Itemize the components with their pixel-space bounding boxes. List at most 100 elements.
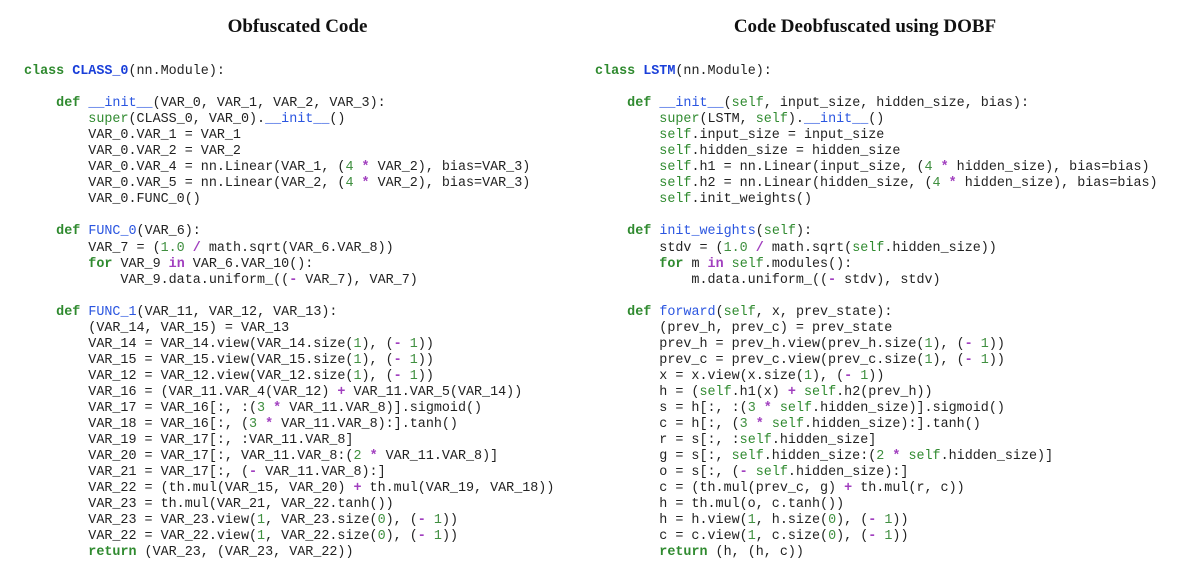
code-token: )) xyxy=(417,352,434,368)
code-token: 1 xyxy=(980,336,989,352)
code-line: VAR_22 = (th.mul(VAR_15, VAR_20) + th.mu… xyxy=(24,481,554,497)
code-token: - xyxy=(964,352,973,368)
code-token: * xyxy=(361,160,370,176)
code-token: def xyxy=(627,304,660,320)
code-line: VAR_23 = VAR_23.view(1, VAR_23.size(0), … xyxy=(24,513,554,529)
code-line: VAR_0.VAR_1 = VAR_1 xyxy=(24,128,554,144)
code-token: return xyxy=(88,545,145,561)
code-token: 1.0 xyxy=(160,240,185,256)
code-token: * xyxy=(755,417,764,433)
code-token: self xyxy=(659,144,692,160)
code-token: 1 xyxy=(884,529,893,545)
code-line: (prev_h, prev_c) = prev_state xyxy=(595,321,1158,337)
code-line: VAR_19 = VAR_17[:, :VAR_11.VAR_8] xyxy=(24,433,554,449)
code-token: .h1 = nn.Linear(input_size, ( xyxy=(691,160,925,176)
code-line: o = s[:, (- self.hidden_size):] xyxy=(595,465,1158,481)
code-token: )) xyxy=(417,368,434,384)
code-line: g = s[:, self.hidden_size:(2 * self.hidd… xyxy=(595,449,1158,465)
code-line: VAR_22 = VAR_22.view(1, VAR_22.size(0), … xyxy=(24,529,554,545)
code-token: .hidden_size] xyxy=(771,433,877,449)
deobfuscated-code-title: Code Deobfuscated using DOBF xyxy=(733,16,997,37)
code-token xyxy=(595,176,659,191)
code-token: o = s[:, ( xyxy=(595,465,740,481)
code-token xyxy=(595,96,627,111)
code-token: 0 xyxy=(377,513,386,529)
code-token xyxy=(973,353,981,368)
code-token: .h2 = nn.Linear(hidden_size, ( xyxy=(691,176,933,192)
code-token: self xyxy=(731,449,764,465)
code-token: self xyxy=(852,240,885,256)
code-token: (VAR_11, VAR_12, VAR_13): xyxy=(136,304,338,320)
code-token xyxy=(402,337,410,352)
code-token: 2 xyxy=(353,449,362,465)
code-token: 1 xyxy=(257,513,266,529)
code-token: def xyxy=(627,224,660,240)
code-token: ), ( xyxy=(361,368,394,384)
code-token: 1 xyxy=(409,352,418,368)
code-token: ), ( xyxy=(361,336,394,352)
code-token: h = th.mul(o, c.tanh()) xyxy=(595,497,845,513)
code-token: self xyxy=(779,400,813,416)
code-token: VAR_21 = VAR_17[:, ( xyxy=(24,465,249,481)
code-token: self xyxy=(731,96,764,112)
code-token: s = h[:, :( xyxy=(595,400,748,416)
code-token: 0 xyxy=(828,529,837,545)
code-line: c = (th.mul(prev_c, g) + th.mul(r, c)) xyxy=(595,481,1158,497)
code-token: forward xyxy=(659,304,716,320)
code-token: 1 xyxy=(353,336,362,352)
code-token: VAR_7 = ( xyxy=(24,240,161,256)
code-line: stdv = (1.0 / math.sqrt(self.hidden_size… xyxy=(595,241,1158,257)
code-token xyxy=(772,401,780,416)
code-token: VAR_19 = VAR_17[:, :VAR_11.VAR_8] xyxy=(24,433,354,449)
code-token: math.sqrt(VAR_6.VAR_8)) xyxy=(200,240,394,256)
code-line: self.input_size = input_size xyxy=(595,128,1158,144)
code-token: , h.size( xyxy=(755,513,829,529)
code-line: self.h1 = nn.Linear(input_size, (4 * hid… xyxy=(595,160,1158,176)
code-line: VAR_0.VAR_5 = nn.Linear(VAR_2, (4 * VAR_… xyxy=(24,176,554,192)
code-token: VAR_23 = th.mul(VAR_21, VAR_22.tanh()) xyxy=(24,497,394,513)
code-token: 0 xyxy=(377,529,386,545)
code-token: VAR_20 = VAR_17[:, VAR_11.VAR_8:( xyxy=(24,449,354,465)
code-line: VAR_0.FUNC_0() xyxy=(24,192,554,208)
code-token xyxy=(24,257,88,272)
code-token: 1 xyxy=(884,513,893,529)
code-token: c = (th.mul(prev_c, g) xyxy=(595,481,845,497)
code-token: * xyxy=(892,449,901,465)
code-token: __init__ xyxy=(88,96,153,112)
code-token: self xyxy=(699,384,732,400)
code-token: VAR_6.VAR_10(): xyxy=(184,256,314,272)
code-token: self xyxy=(755,112,788,128)
code-line: VAR_15 = VAR_15.view(VAR_15.size(1), (- … xyxy=(24,353,554,369)
code-token xyxy=(595,192,659,207)
code-token xyxy=(595,128,659,143)
code-token: self xyxy=(659,128,692,144)
code-token: ), ( xyxy=(932,352,965,368)
code-line: super(CLASS_0, VAR_0).__init__() xyxy=(24,112,554,128)
code-token: - xyxy=(289,272,298,288)
code-token: (VAR_0, VAR_1, VAR_2, VAR_3): xyxy=(152,96,386,112)
code-token xyxy=(595,144,659,159)
code-line xyxy=(595,208,1158,224)
code-token: .input_size = input_size xyxy=(691,128,885,144)
code-token: (nn.Module): xyxy=(128,64,225,79)
code-token: VAR_11.VAR_8)] xyxy=(377,449,499,465)
code-line: def __init__(VAR_0, VAR_1, VAR_2, VAR_3)… xyxy=(24,96,554,112)
code-line xyxy=(595,289,1158,305)
code-token: / xyxy=(192,240,201,256)
code-token xyxy=(353,176,361,191)
code-token: , x, prev_state): xyxy=(755,304,893,320)
code-token: __init__ xyxy=(265,112,330,128)
code-token xyxy=(265,401,273,416)
code-token: 3 xyxy=(739,417,748,433)
code-line: VAR_16 = (VAR_11.VAR_4(VAR_12) + VAR_11.… xyxy=(24,385,554,401)
code-token: g = s[:, xyxy=(595,449,732,465)
code-token: * xyxy=(265,417,274,433)
code-token: - xyxy=(844,368,853,384)
code-token: VAR_0.VAR_2 = VAR_2 xyxy=(24,144,241,160)
code-line: h = (self.h1(x) + self.h2(prev_h)) xyxy=(595,385,1158,401)
code-token: )) xyxy=(441,529,459,545)
code-token: 1 xyxy=(860,368,869,384)
code-line: def __init__(self, input_size, hidden_si… xyxy=(595,96,1158,112)
code-token xyxy=(595,545,659,560)
code-token: 1.0 xyxy=(723,240,748,256)
